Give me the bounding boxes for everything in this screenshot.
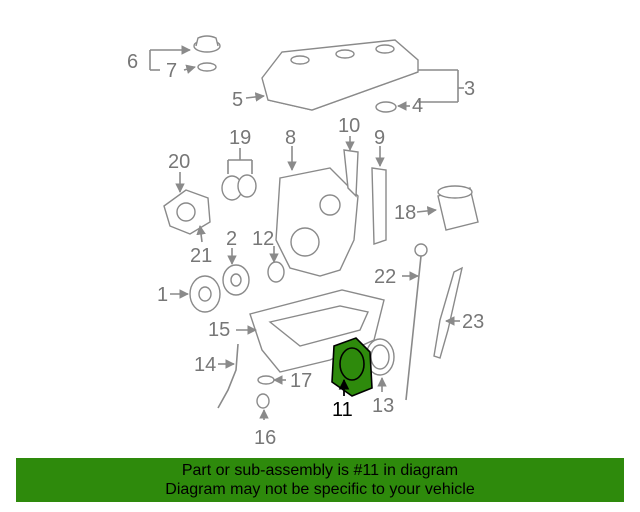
callout-23: 23 bbox=[462, 311, 484, 333]
callout-15: 15 bbox=[208, 319, 230, 341]
crankshaft-pulley bbox=[189, 275, 221, 313]
drain-plug-gasket bbox=[256, 393, 270, 409]
water-inlet bbox=[221, 174, 257, 201]
crank-gear bbox=[222, 264, 250, 296]
callout-6: 6 bbox=[127, 51, 138, 73]
callout-1: 1 bbox=[157, 284, 168, 306]
callout-13: 13 bbox=[372, 395, 394, 417]
callout-21: 21 bbox=[190, 245, 212, 267]
callout-3: 3 bbox=[464, 78, 475, 100]
banner-line-1: Part or sub-assembly is #11 in diagram bbox=[181, 462, 459, 479]
callout-20: 20 bbox=[168, 151, 190, 173]
callout-9: 9 bbox=[374, 127, 385, 149]
oil-dipstick bbox=[405, 243, 428, 401]
callout-19: 19 bbox=[229, 127, 251, 149]
callout-17: 17 bbox=[290, 370, 312, 392]
oil-level-sensor bbox=[217, 343, 239, 409]
callout-5: 5 bbox=[232, 89, 243, 111]
callout-22: 22 bbox=[374, 266, 396, 288]
timing-gasket-upper bbox=[343, 149, 359, 198]
dipstick-guide-tube bbox=[433, 266, 464, 359]
callout-8: 8 bbox=[285, 127, 296, 149]
callout-14: 14 bbox=[194, 354, 216, 376]
drain-plug bbox=[257, 375, 275, 385]
spark-plug-tube-seal bbox=[375, 101, 397, 113]
oil-filter bbox=[437, 185, 479, 231]
timing-gasket-side bbox=[371, 167, 387, 245]
callout-7: 7 bbox=[166, 60, 177, 82]
callout-18: 18 bbox=[394, 202, 416, 224]
banner-line-2: Diagram may not be specific to your vehi… bbox=[165, 481, 475, 498]
callout-16: 16 bbox=[254, 427, 276, 449]
callout-11: 11 bbox=[332, 399, 353, 421]
callout-2: 2 bbox=[226, 228, 237, 250]
callout-12: 12 bbox=[252, 228, 274, 250]
info-banner: Part or sub-assembly is #11 in diagram D… bbox=[16, 458, 624, 502]
callout-10: 10 bbox=[338, 115, 360, 137]
oil-filler-cap bbox=[193, 35, 221, 53]
engine-parts-diagram: 6 7 5 3 4 19 8 10 9 20 18 2 12 21 22 1 2… bbox=[127, 35, 484, 449]
timing-cover bbox=[275, 167, 359, 277]
filler-cap-gasket bbox=[197, 62, 217, 72]
front-oil-seal bbox=[267, 261, 285, 283]
callout-4: 4 bbox=[412, 95, 423, 117]
valve-cover bbox=[261, 39, 419, 111]
rear-seal-retainer-highlighted bbox=[331, 337, 373, 397]
